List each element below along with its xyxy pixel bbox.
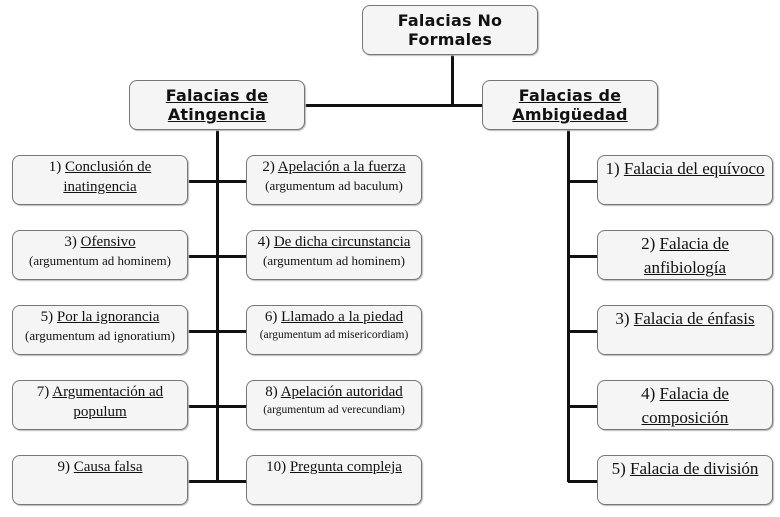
item-title: Argumentación ad populum — [52, 384, 164, 420]
item-title: Falacia de anfibiología — [643, 234, 729, 277]
ambiguedad-item: 4) Falacia de composición — [597, 380, 773, 430]
item-number: 3) — [615, 309, 630, 328]
item-title: Falacia de composición — [641, 384, 729, 427]
atingencia-item: 9) Causa falsa — [12, 455, 188, 505]
atingencia-item: 8) Apelación autoridad (argumentum ad ver… — [246, 380, 422, 430]
item-number: 2) — [262, 159, 275, 175]
connector-atingencia-item — [188, 480, 218, 483]
atingencia-item: 6) Llamado a la piedad (argumentum ad mis… — [246, 305, 422, 355]
connector-atingencia-item — [217, 405, 246, 408]
connector-atingencia-item — [217, 480, 246, 483]
connector-atingencia-item — [217, 180, 246, 183]
item-title: Apelación a la fuerza — [277, 159, 406, 175]
item-title: Apelación autoridad — [280, 384, 403, 400]
atingencia-item: 10) Pregunta compleja — [246, 455, 422, 505]
item-subtitle: (argumentum ad misericordiam) — [259, 329, 409, 341]
connector-atingencia-item — [188, 405, 218, 408]
item-number: 4) — [257, 234, 271, 250]
atingencia-item: 7) Argumentación ad populum — [12, 380, 188, 430]
item-title: Pregunta compleja — [289, 459, 402, 475]
ambiguedad-item: 5) Falacia de división — [597, 455, 773, 505]
item-title: Llamado a la piedad — [281, 309, 404, 325]
item-number: 8) — [265, 384, 278, 400]
item-title: Conclusión de inatingencia — [63, 159, 152, 195]
atingencia-item: 1) Conclusión de inatingencia — [12, 155, 188, 205]
atingencia-title: Falacias de Atingencia — [165, 86, 269, 124]
item-title: De dicha circunstancia — [273, 234, 411, 250]
connector-ambiguedad-item — [568, 255, 597, 258]
root-title: Falacias No Formales — [397, 11, 503, 49]
ambiguedad-title: Falacias de Ambigüedad — [512, 86, 628, 124]
connector-ambiguedad-item — [568, 180, 597, 183]
ambiguedad-item: 3) Falacia de énfasis — [597, 305, 773, 355]
item-subtitle: (argumentum ad ignoratium) — [25, 328, 175, 343]
connector-atingencia-item — [217, 330, 246, 333]
item-number: 5) — [40, 309, 54, 325]
ambiguedad-item: 2) Falacia de anfibiología — [597, 230, 773, 280]
connector-atingencia-trunk — [216, 130, 219, 482]
item-number: 10) — [266, 459, 287, 475]
item-number: 7) — [36, 384, 50, 400]
connector-ambiguedad-item — [568, 480, 597, 483]
item-subtitle: (argumentum ad baculum) — [265, 178, 403, 193]
connector-atingencia-item — [217, 255, 246, 258]
connector-atingencia-item — [188, 180, 218, 183]
connector-atingencia-item — [188, 255, 218, 258]
item-number: 1) — [605, 159, 620, 178]
item-title: Falacia del equívoco — [623, 159, 765, 178]
connector-root — [451, 55, 454, 106]
item-subtitle: (argumentum ad hominem) — [28, 253, 171, 268]
ambiguedad-node: Falacias de Ambigüedad — [482, 80, 658, 130]
item-number: 5) — [611, 459, 626, 478]
item-title: Falacia de énfasis — [633, 309, 755, 328]
item-title: Ofensivo — [80, 234, 136, 250]
connector-atingencia-item — [188, 330, 218, 333]
item-subtitle: (argumentum ad verecundiam) — [263, 404, 405, 416]
ambiguedad-item: 1) Falacia del equívoco — [597, 155, 773, 205]
atingencia-node: Falacias de Atingencia — [129, 80, 305, 130]
connector-branch — [304, 104, 482, 107]
item-title: Falacia de división — [630, 459, 759, 478]
item-number: 1) — [48, 159, 62, 175]
item-title: Por la ignorancia — [56, 309, 160, 325]
atingencia-item: 3) Ofensivo (argumentum ad hominem) — [12, 230, 188, 280]
atingencia-item: 5) Por la ignorancia (argumentum ad ignor… — [12, 305, 188, 355]
connector-ambiguedad-trunk — [567, 130, 570, 482]
item-subtitle: (argumentum ad hominem) — [262, 253, 405, 268]
item-number: 2) — [641, 234, 656, 253]
item-number: 6) — [264, 309, 278, 325]
item-title: Causa falsa — [73, 459, 143, 475]
connector-ambiguedad-item — [568, 405, 597, 408]
item-number: 4) — [641, 384, 656, 403]
item-number: 3) — [64, 234, 77, 250]
atingencia-item: 2) Apelación a la fuerza (argumentum ad b… — [246, 155, 422, 205]
item-number: 9) — [57, 459, 71, 475]
atingencia-item: 4) De dicha circunstancia (argumentum ad … — [246, 230, 422, 280]
connector-ambiguedad-item — [568, 330, 597, 333]
root-node: Falacias No Formales — [362, 5, 538, 55]
